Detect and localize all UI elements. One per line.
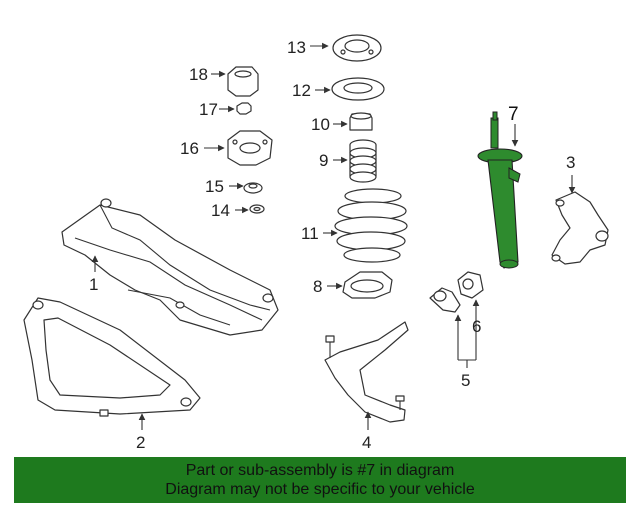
coil-spring-part[interactable] bbox=[334, 188, 408, 263]
info-banner: Part or sub-assembly is #7 in diagram Di… bbox=[14, 457, 626, 503]
steering-knuckle-part[interactable] bbox=[551, 191, 609, 265]
bushing-part-5[interactable] bbox=[429, 287, 461, 313]
washer-part[interactable] bbox=[249, 204, 265, 214]
callout-18: 18 bbox=[189, 65, 208, 84]
callout-16: 16 bbox=[180, 139, 199, 158]
strut-assembly-part[interactable] bbox=[477, 111, 523, 269]
callout-7: 7 bbox=[508, 104, 519, 125]
bushing-part-6[interactable] bbox=[457, 271, 484, 299]
banner-line-2: Diagram may not be specific to your vehi… bbox=[165, 481, 475, 498]
callout-15: 15 bbox=[205, 177, 224, 196]
callout-12: 12 bbox=[292, 81, 311, 100]
callout-6: 6 bbox=[472, 317, 481, 336]
spring-pad-part[interactable] bbox=[331, 77, 385, 101]
spring-seat-part[interactable] bbox=[342, 271, 393, 299]
callout-8: 8 bbox=[313, 277, 322, 296]
subframe-part[interactable] bbox=[61, 198, 279, 336]
lower-frame-part[interactable] bbox=[23, 297, 201, 417]
callout-13: 13 bbox=[287, 38, 306, 57]
banner-line-1: Part or sub-assembly is #7 in diagram bbox=[185, 462, 455, 479]
callout-17: 17 bbox=[199, 100, 218, 119]
callout-4: 4 bbox=[362, 433, 371, 452]
callout-9: 9 bbox=[319, 151, 328, 170]
bump-stop-part[interactable] bbox=[349, 139, 377, 183]
callout-3: 3 bbox=[566, 153, 575, 172]
callout-14: 14 bbox=[211, 201, 230, 220]
upper-mount-plate-part[interactable] bbox=[332, 34, 382, 62]
strut-mount-part[interactable] bbox=[227, 130, 273, 166]
callout-10: 10 bbox=[311, 115, 330, 134]
dust-cap-part[interactable] bbox=[349, 112, 373, 131]
parts-diagram: 1 2 3 4 5 6 bbox=[23, 34, 609, 452]
callout-5: 5 bbox=[461, 371, 470, 390]
bearing-part[interactable] bbox=[243, 182, 263, 194]
callout-1: 1 bbox=[89, 275, 98, 294]
nut-part[interactable] bbox=[236, 102, 252, 115]
control-arm-part[interactable] bbox=[324, 321, 409, 423]
callout-11: 11 bbox=[301, 224, 319, 243]
callout-2: 2 bbox=[136, 433, 145, 452]
mount-cap-part[interactable] bbox=[227, 66, 259, 97]
